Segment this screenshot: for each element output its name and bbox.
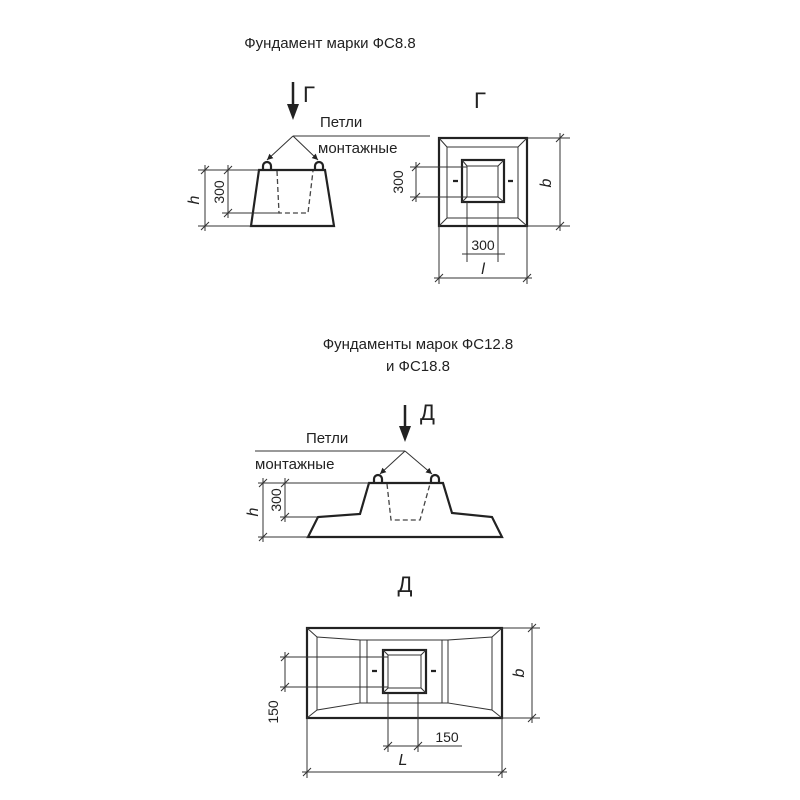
plan-fs12: Д 150 b 150 L [265,572,540,778]
loops-label-2: монтажные [318,140,397,157]
plan-letter-g: Г [474,88,486,113]
plan-fs8: Г b 300 300 l [390,88,570,284]
view-letter-g: Г [303,82,315,107]
title-fs8: Фундамент марки ФС8.8 [244,35,415,52]
plan-letter-d: Д [398,572,413,597]
view-arrow-icon [399,426,411,442]
dim-h-b: h [245,507,262,516]
dim-b-b: b [511,668,528,677]
dim-L: L [399,752,408,769]
view-letter-d: Д [420,400,435,425]
dim-300-b: 300 [268,488,284,512]
elevation-fs12: Д Петли монтажные h 300 [245,400,504,542]
dim-300-plan-v: 300 [390,170,406,194]
dim-h: h [186,195,203,204]
dim-150-v: 150 [265,700,281,724]
dim-b: b [538,178,555,187]
loops-label-1-b: Петли [306,430,348,447]
dim-l: l [481,261,485,278]
dim-300-plan-h: 300 [471,237,495,253]
elevation-fs8: Г Петли монтажные h 300 [186,82,430,231]
title-fs12: Фундаменты марок ФС12.8 [323,336,514,353]
view-arrow-icon [287,104,299,120]
loops-label-2-b: монтажные [255,456,334,473]
title-fs18: и ФС18.8 [386,358,450,375]
loops-label-1: Петли [320,114,362,131]
dim-150-h: 150 [435,729,459,745]
dim-300-elev: 300 [211,180,227,204]
